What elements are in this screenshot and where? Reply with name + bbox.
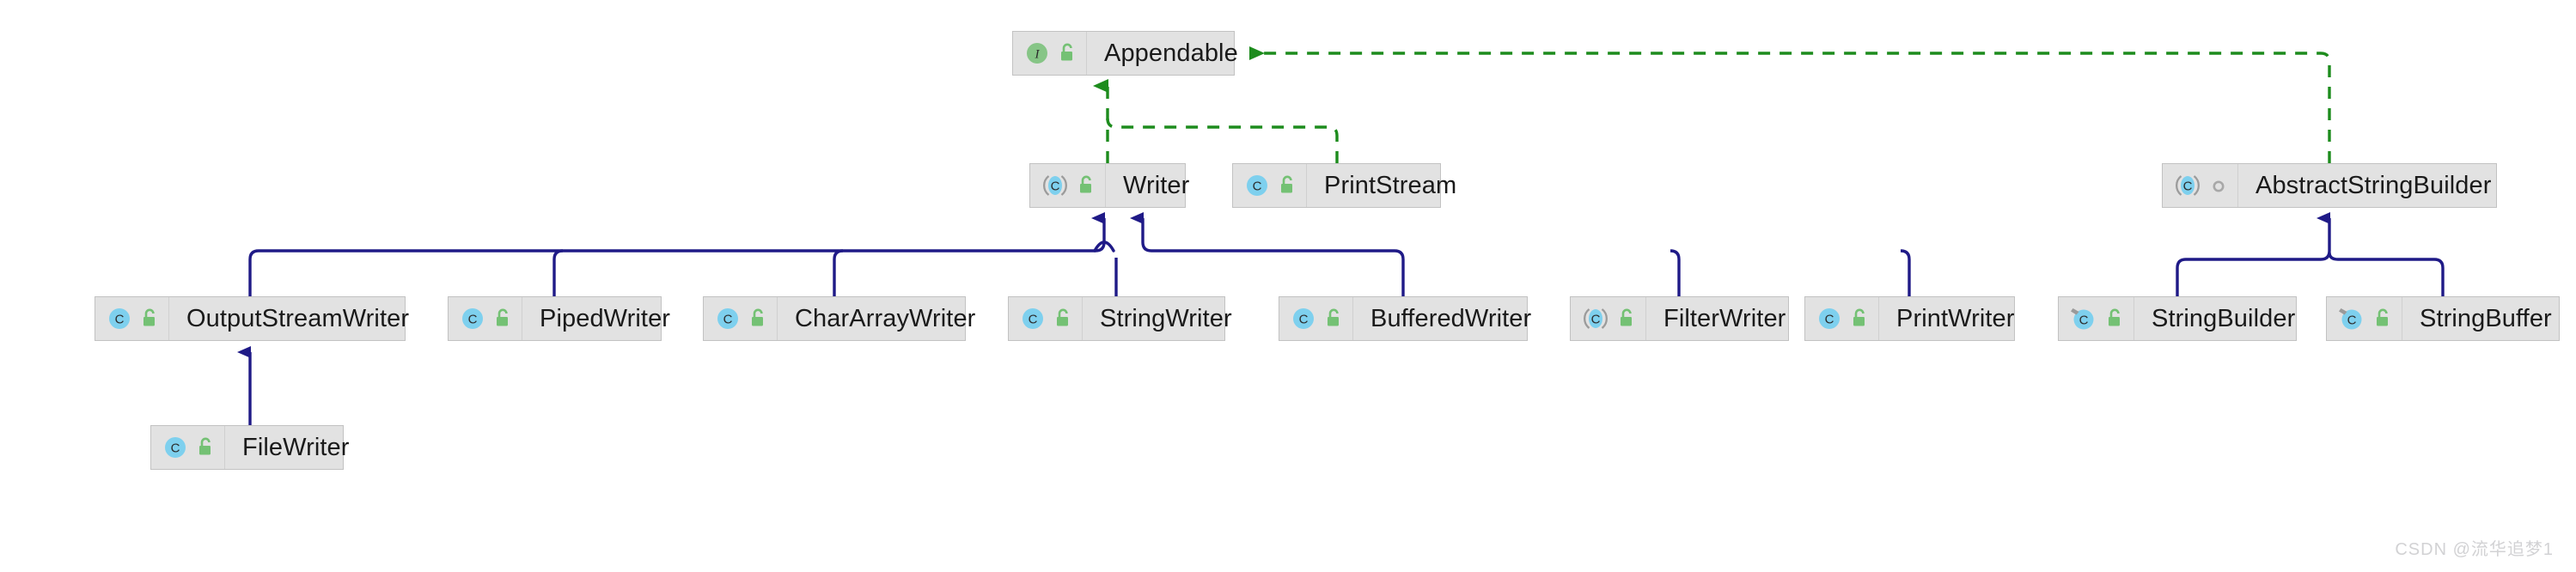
class-icon: C (165, 437, 186, 458)
class-icon: C (109, 308, 130, 329)
node-stringwriter-gutter: C (1009, 297, 1083, 340)
node-printwriter-gutter: C (1805, 297, 1879, 340)
edge-pipedwriter-writer (552, 249, 564, 296)
edge-chararraywriter-writer (833, 249, 844, 296)
node-stringbuffer[interactable]: C StringBuffer (2326, 296, 2560, 341)
node-printstream[interactable]: C PrintStream (1232, 163, 1456, 208)
node-stringwriter-label: StringWriter (1100, 304, 1232, 332)
node-stringbuilder-gutter: C (2059, 297, 2134, 340)
node-writer-label: Writer (1123, 171, 1190, 199)
svg-text:C: C (2079, 313, 2089, 328)
svg-text:C: C (1051, 180, 1060, 194)
final-class-icon: C (2339, 308, 2362, 330)
node-bufferedwriter-gutter: C (1279, 297, 1353, 340)
edge-stringbuffer-asb (2328, 252, 2445, 296)
node-abstractstringbuilder-label: AbstractStringBuilder (2256, 171, 2492, 199)
unlocked-public-icon (1853, 308, 1865, 326)
node-filewriter[interactable]: C FileWriter (150, 425, 349, 470)
node-chararraywriter-label: CharArrayWriter (795, 304, 976, 332)
unlocked-public-icon (1057, 308, 1068, 326)
node-stringbuilder[interactable]: C StringBuilder (2058, 296, 2297, 341)
edge-printwriter-writer (1900, 249, 1911, 296)
abstract-class-icon: C (2176, 175, 2200, 196)
node-pipedwriter-gutter: C (449, 297, 522, 340)
edge-bus-right-writer (1130, 212, 1405, 296)
package-private-icon (2213, 180, 2225, 192)
node-printstream-gutter: C (1233, 164, 1307, 207)
svg-text:C: C (1299, 313, 1309, 327)
node-outputstreamwriter-gutter: C (95, 297, 169, 340)
node-bufferedwriter[interactable]: C BufferedWriter (1279, 296, 1531, 341)
svg-text:C: C (1591, 313, 1601, 327)
node-pipedwriter-label: PipedWriter (540, 304, 671, 332)
edge-bus-left-writer (248, 212, 1106, 296)
node-stringbuffer-gutter: C (2327, 297, 2402, 340)
node-chararraywriter[interactable]: C CharArrayWriter (703, 296, 975, 341)
svg-text:C: C (1825, 313, 1834, 327)
node-stringbuilder-label: StringBuilder (2152, 304, 2296, 332)
svg-text:C: C (468, 313, 478, 327)
node-outputstreamwriter-label: OutputStreamWriter (186, 304, 410, 332)
watermark: CSDN @流华追梦1 (2395, 540, 2554, 559)
node-filewriter-label: FileWriter (242, 433, 350, 461)
class-icon: C (1247, 175, 1267, 196)
svg-text:C: C (115, 313, 125, 327)
node-abstractstringbuilder[interactable]: C AbstractStringBuilder (2162, 163, 2497, 208)
node-appendable-label: Appendable (1104, 39, 1238, 67)
class-icon: C (462, 308, 483, 329)
svg-text:C: C (1253, 180, 1262, 194)
abstract-class-icon: C (1043, 175, 1067, 196)
class-icon: C (1293, 308, 1314, 329)
edge-stringbuilder-asb (2176, 212, 2331, 296)
node-filterwriter[interactable]: C FilterWriter (1570, 296, 1789, 341)
unlocked-public-icon (143, 308, 155, 326)
unlocked-public-icon (1061, 43, 1072, 61)
edge-bus-hop (1093, 240, 1115, 253)
unlocked-public-icon (199, 437, 211, 455)
svg-text:C: C (171, 441, 180, 456)
node-stringbuffer-label: StringBuffer (2420, 304, 2552, 332)
node-filterwriter-label: FilterWriter (1663, 304, 1786, 332)
unlocked-public-icon (1621, 308, 1632, 326)
node-appendable[interactable]: I Appendable (1012, 31, 1238, 76)
unlocked-public-icon (2377, 308, 2388, 326)
node-writer-gutter: C (1030, 164, 1106, 207)
node-appendable-gutter: I (1013, 32, 1087, 75)
unlocked-public-icon (1281, 175, 1292, 193)
node-stringwriter[interactable]: C StringWriter (1008, 296, 1232, 341)
unlocked-public-icon (2109, 308, 2120, 326)
abstract-class-icon: C (1584, 308, 1608, 329)
svg-text:C: C (2347, 313, 2357, 328)
svg-text:C: C (723, 313, 733, 327)
edge-abstractstringbuilder-appendable (1249, 46, 2331, 163)
node-abstractstringbuilder-gutter: C (2163, 164, 2238, 207)
interface-icon: I (1027, 43, 1047, 64)
node-printstream-label: PrintStream (1324, 171, 1457, 199)
node-chararraywriter-gutter: C (704, 297, 778, 340)
svg-text:C: C (1029, 313, 1038, 327)
node-filterwriter-gutter: C (1571, 297, 1646, 340)
edge-filterwriter-writer (1670, 249, 1681, 296)
final-class-icon: C (2071, 308, 2094, 330)
unlocked-public-icon (752, 308, 763, 326)
class-icon: C (1819, 308, 1840, 329)
node-pipedwriter[interactable]: C PipedWriter (448, 296, 670, 341)
implements-edges (1093, 46, 2331, 163)
class-icon: C (717, 308, 738, 329)
edge-printstream-appendable (1106, 118, 1339, 163)
node-filewriter-gutter: C (151, 426, 225, 469)
node-bufferedwriter-label: BufferedWriter (1370, 304, 1532, 332)
unlocked-public-icon (1080, 175, 1091, 193)
node-writer[interactable]: C Writer (1029, 163, 1189, 208)
node-printwriter-label: PrintWriter (1896, 304, 2015, 332)
class-icon: C (1022, 308, 1043, 329)
svg-text:C: C (2183, 180, 2193, 194)
svg-text:I: I (1035, 48, 1041, 62)
node-outputstreamwriter[interactable]: C OutputStreamWriter (95, 296, 409, 341)
unlocked-public-icon (1328, 308, 1339, 326)
unlocked-public-icon (497, 308, 508, 326)
node-printwriter[interactable]: C PrintWriter (1804, 296, 2015, 341)
